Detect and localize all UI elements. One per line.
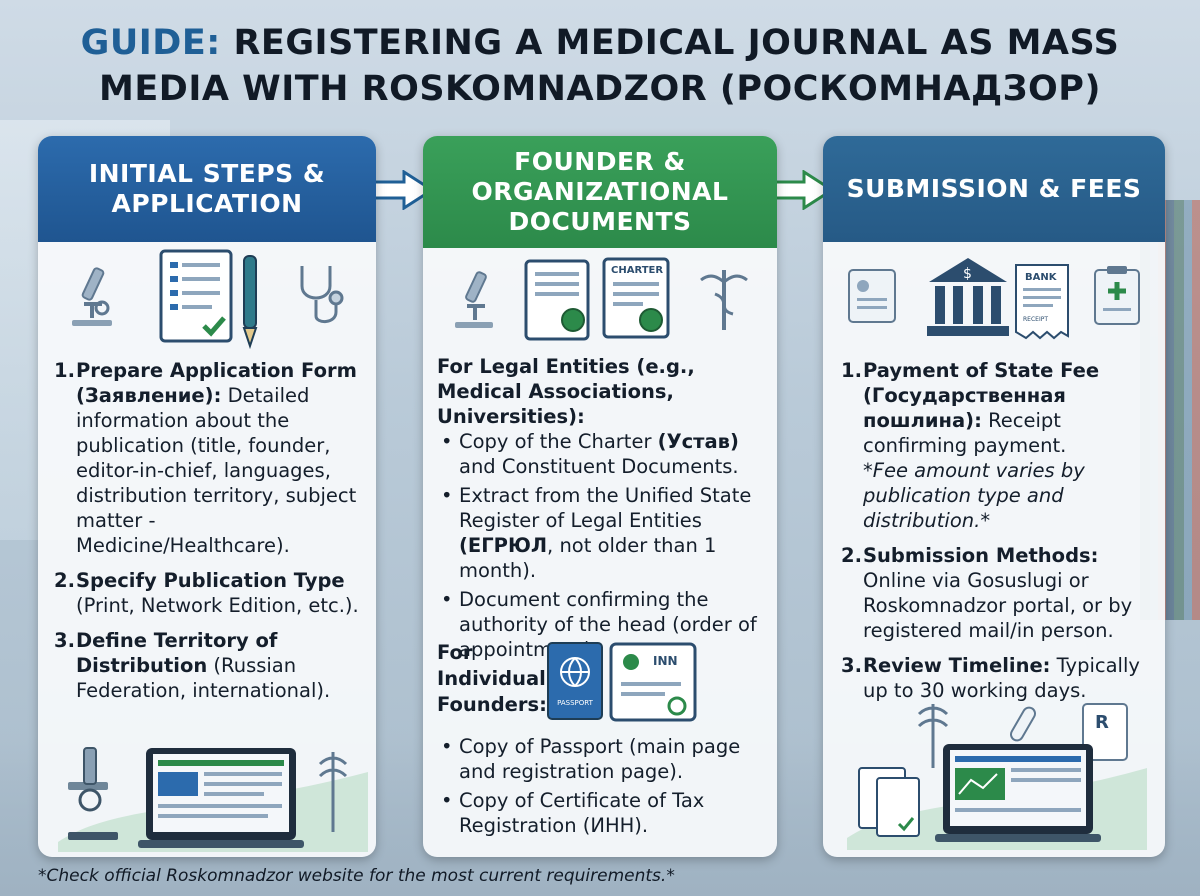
item-text: Online via Gosuslugi or Roskomnadzor por… <box>863 569 1133 642</box>
item-text: , not older than 1 month). <box>459 534 717 582</box>
passport-label: PASSPORT <box>557 699 593 707</box>
inn-card-icon: INN <box>609 642 697 722</box>
item-text: and Constituent Documents. <box>459 455 739 478</box>
list-item: 2.Submission Methods: Online via Gosuslu… <box>841 543 1158 643</box>
charter-label: CHARTER <box>611 265 664 276</box>
laptop-icon: R <box>847 703 1147 850</box>
list-item: Copy of the Charter (Устав) and Constitu… <box>437 429 767 479</box>
title-line1: REGISTERING A MEDICAL JOURNAL AS MASS <box>233 23 1120 63</box>
individual-founders-section: Copy of Passport (main page and registra… <box>437 734 767 842</box>
bank-icon: $ <box>927 258 1009 336</box>
steps-list: 1.Prepare Application Form (Заявление): … <box>54 358 371 713</box>
stethoscope-icon <box>300 266 344 323</box>
item-title: Specify Publication Type <box>76 569 345 592</box>
checklist-form-icon <box>159 249 233 343</box>
list-item: Document confirming the authority of the… <box>437 587 767 662</box>
receipt-label: RECEIPT <box>1023 316 1048 323</box>
item-number: 1. <box>841 359 862 382</box>
id-card-icon <box>609 642 697 722</box>
list-item: Copy of Passport (main page and registra… <box>437 734 767 784</box>
panel-heading: FOUNDER & ORGANIZATIONAL DOCUMENTS <box>423 136 777 248</box>
item-number: 2. <box>841 544 862 567</box>
microscope-icon <box>455 271 493 328</box>
item-number: 1. <box>54 359 75 382</box>
individual-founders-heading: For Individual Founders: <box>437 641 547 716</box>
list-item: 3.Define Territory of Distribution (Russ… <box>54 628 371 703</box>
charter-document-icon: CHARTER <box>601 256 677 342</box>
title-accent: GUIDE: <box>80 23 221 63</box>
svg-text:$: $ <box>963 266 972 282</box>
page-title: GUIDE: REGISTERING A MEDICAL JOURNAL AS … <box>0 20 1200 112</box>
document-seal-icon <box>524 259 590 341</box>
item-title: Review Timeline: <box>863 654 1051 677</box>
item-title: Payment of State Fee (Государственная по… <box>863 359 1100 432</box>
list-item: Copy of Certificate of Tax Registration … <box>437 788 767 838</box>
medical-clipboard-icon <box>1094 266 1140 325</box>
scroll-document-icon <box>848 269 896 323</box>
caduceus-icon <box>700 270 748 330</box>
item-number: 2. <box>54 569 75 592</box>
item-bold: (ЕГРЮЛ <box>459 534 548 557</box>
passport-icon: PASSPORT <box>547 642 603 720</box>
list-item: 1.Payment of State Fee (Государственная … <box>841 358 1158 533</box>
receipt-paper-icon <box>1015 264 1069 340</box>
item-text: (Print, Network Edition, etc.). <box>76 594 359 617</box>
item-text: Receipt confirming payment. <box>863 409 1067 457</box>
panel-submission-fees: SUBMISSION & FEES $ BANK RECEIPT 1.Payme… <box>823 136 1165 857</box>
item-title: Prepare Application Form (Заявление): <box>76 359 357 407</box>
legal-entities-section: For Legal Entities (e.g., Medical Associ… <box>437 354 767 666</box>
item-title: Submission Methods: <box>863 544 1099 567</box>
item-number: 3. <box>54 629 75 652</box>
microscope-icon <box>72 267 112 326</box>
list-item: Extract from the Unified State Register … <box>437 483 767 583</box>
item-text: (Russian Federation, international). <box>76 654 331 702</box>
panel-heading: SUBMISSION & FEES <box>823 136 1165 242</box>
title-line2: MEDIA WITH ROSKOMNADZOR (РОСКОМНАДЗОР) <box>99 69 1101 109</box>
panel-founder-documents: FOUNDER & ORGANIZATIONAL DOCUMENTS CHART… <box>423 136 777 857</box>
receipt-icon: BANK RECEIPT <box>1013 262 1071 342</box>
pen-icon <box>242 255 258 350</box>
svg-text:R: R <box>1095 712 1109 733</box>
inn-label: INN <box>653 654 678 668</box>
bank-label: BANK <box>1025 272 1057 283</box>
panel-heading: INITIAL STEPS & APPLICATION <box>38 136 376 242</box>
item-text: Typically up to 30 working days. <box>863 654 1140 702</box>
item-number: 3. <box>841 654 862 677</box>
list-item: 1.Prepare Application Form (Заявление): … <box>54 358 371 558</box>
item-note: *Fee amount varies by publication type a… <box>863 459 1085 532</box>
item-title: Define Territory of Distribution <box>76 629 278 677</box>
item-bold: (Устав) <box>657 430 739 453</box>
list-item: 2.Specify Publication Type (Print, Netwo… <box>54 568 371 618</box>
footer-note: *Check official Roskomnadzor website for… <box>38 866 675 886</box>
item-text: Detailed information about the publicati… <box>76 384 357 557</box>
panel-initial-steps: INITIAL STEPS & APPLICATION 1.Prepare Ap… <box>38 136 376 857</box>
item-text: Extract from the Unified State Register … <box>459 484 752 532</box>
document-icon <box>602 257 670 339</box>
laptop-icon <box>58 747 368 852</box>
legal-entities-heading: For Legal Entities (e.g., Medical Associ… <box>437 355 695 428</box>
globe-icon <box>560 657 590 687</box>
item-text: Document confirming the authority of the… <box>459 588 757 661</box>
submission-list: 1.Payment of State Fee (Государственная … <box>841 358 1158 713</box>
list-item: 3.Review Timeline: Typically up to 30 wo… <box>841 653 1158 703</box>
item-text: Copy of the Charter <box>459 430 658 453</box>
